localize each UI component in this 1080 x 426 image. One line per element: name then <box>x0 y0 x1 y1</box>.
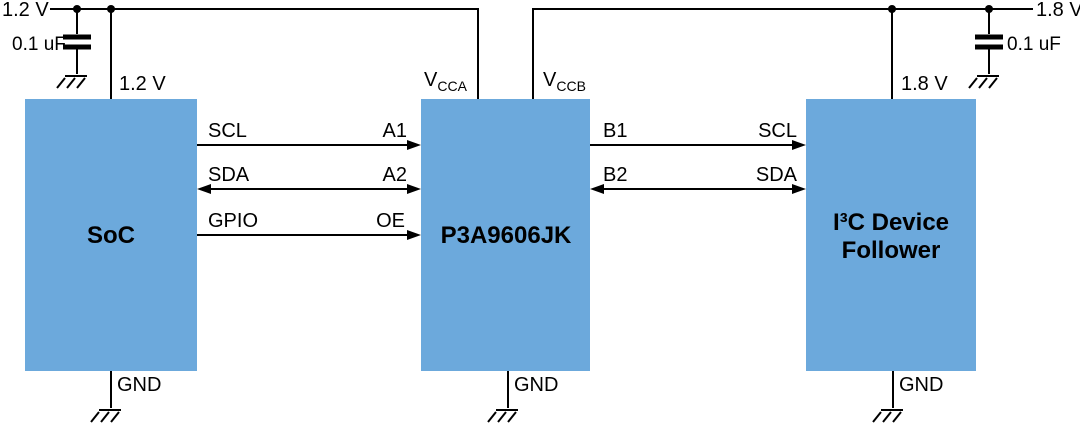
translator-block-label: P3A9606JK <box>441 222 572 249</box>
follower-block-label-line2: Follower <box>842 237 941 264</box>
ground-icon <box>487 409 518 423</box>
vccb-main: V <box>543 69 557 91</box>
signal-source-label: SCL <box>208 120 247 142</box>
power-rail-left-wire <box>50 8 479 99</box>
signal-dest-label: SDA <box>756 164 798 186</box>
gnd-label: GND <box>899 374 943 396</box>
signal-dest-label: A1 <box>383 120 407 142</box>
vcca-pin-label: VCCA <box>424 69 468 94</box>
ground-icon <box>90 409 121 423</box>
power-rail-left: 1.2 V 1.2 V 0.1 uF <box>2 0 479 99</box>
arrowhead-left-icon <box>197 184 211 194</box>
signal-dest-label: SCL <box>758 120 797 142</box>
junction-dot <box>107 5 115 13</box>
translator-block-body <box>421 99 590 371</box>
block-follower: I³C Device Follower <box>806 99 976 371</box>
capacitor-value-label-right: 0.1 uF <box>1007 34 1061 55</box>
follower-supply-pin-label: 1.8 V <box>901 73 948 95</box>
capacitor-value-label-left: 0.1 uF <box>12 34 66 55</box>
arrowhead-right-icon <box>407 184 421 194</box>
gnd-soc: GND <box>90 371 161 423</box>
ground-icon <box>56 75 87 89</box>
ground-icon <box>872 409 903 423</box>
arrowhead-right-icon <box>407 230 421 240</box>
follower-block-label-line1: I³C Device <box>833 209 949 236</box>
block-translator: P3A9606JK <box>421 99 590 371</box>
follower-block-body <box>806 99 976 371</box>
signal-source-label: B2 <box>603 164 627 186</box>
arrowhead-right-icon <box>792 184 806 194</box>
arrowhead-right-icon <box>792 140 806 150</box>
gnd-translator: GND <box>487 371 558 423</box>
block-soc: SoC <box>25 99 197 371</box>
soc-block-label: SoC <box>87 222 135 249</box>
signal-b1-scl: B1 SCL <box>590 120 806 150</box>
signal-dest-label: A2 <box>383 164 407 186</box>
gnd-label: GND <box>514 374 558 396</box>
vcca-subscript: CCA <box>437 78 467 94</box>
signal-source-label: GPIO <box>208 210 258 232</box>
vcca-main: V <box>424 69 438 91</box>
gnd-label: GND <box>117 374 161 396</box>
arrowhead-left-icon <box>590 184 604 194</box>
gnd-follower: GND <box>872 371 943 423</box>
rail-voltage-label-left: 1.2 V <box>2 0 49 21</box>
signal-source-label: SDA <box>208 164 250 186</box>
signal-b2-sda: B2 SDA <box>590 164 806 194</box>
signal-gpio-oe: GPIO OE <box>197 210 421 240</box>
junction-dot <box>888 5 896 13</box>
power-rail-right-wire <box>532 8 1033 99</box>
capacitor-right-icon <box>975 9 1003 74</box>
capacitor-left-icon <box>63 9 91 74</box>
signal-sda-a2: SDA A2 <box>197 164 421 194</box>
signal-scl-a1: SCL A1 <box>197 120 421 150</box>
rail-voltage-label-right: 1.8 V <box>1036 0 1080 21</box>
power-rail-right: 1.8 V 1.8 V 0.1 uF <box>532 0 1080 99</box>
vccb-subscript: CCB <box>556 78 586 94</box>
soc-block-body <box>25 99 197 371</box>
signal-source-label: B1 <box>603 120 627 142</box>
vccb-pin-label: VCCB <box>543 69 586 94</box>
ground-icon <box>968 75 999 89</box>
arrowhead-right-icon <box>407 140 421 150</box>
soc-supply-pin-label: 1.2 V <box>119 73 166 95</box>
signal-dest-label: OE <box>376 210 405 232</box>
